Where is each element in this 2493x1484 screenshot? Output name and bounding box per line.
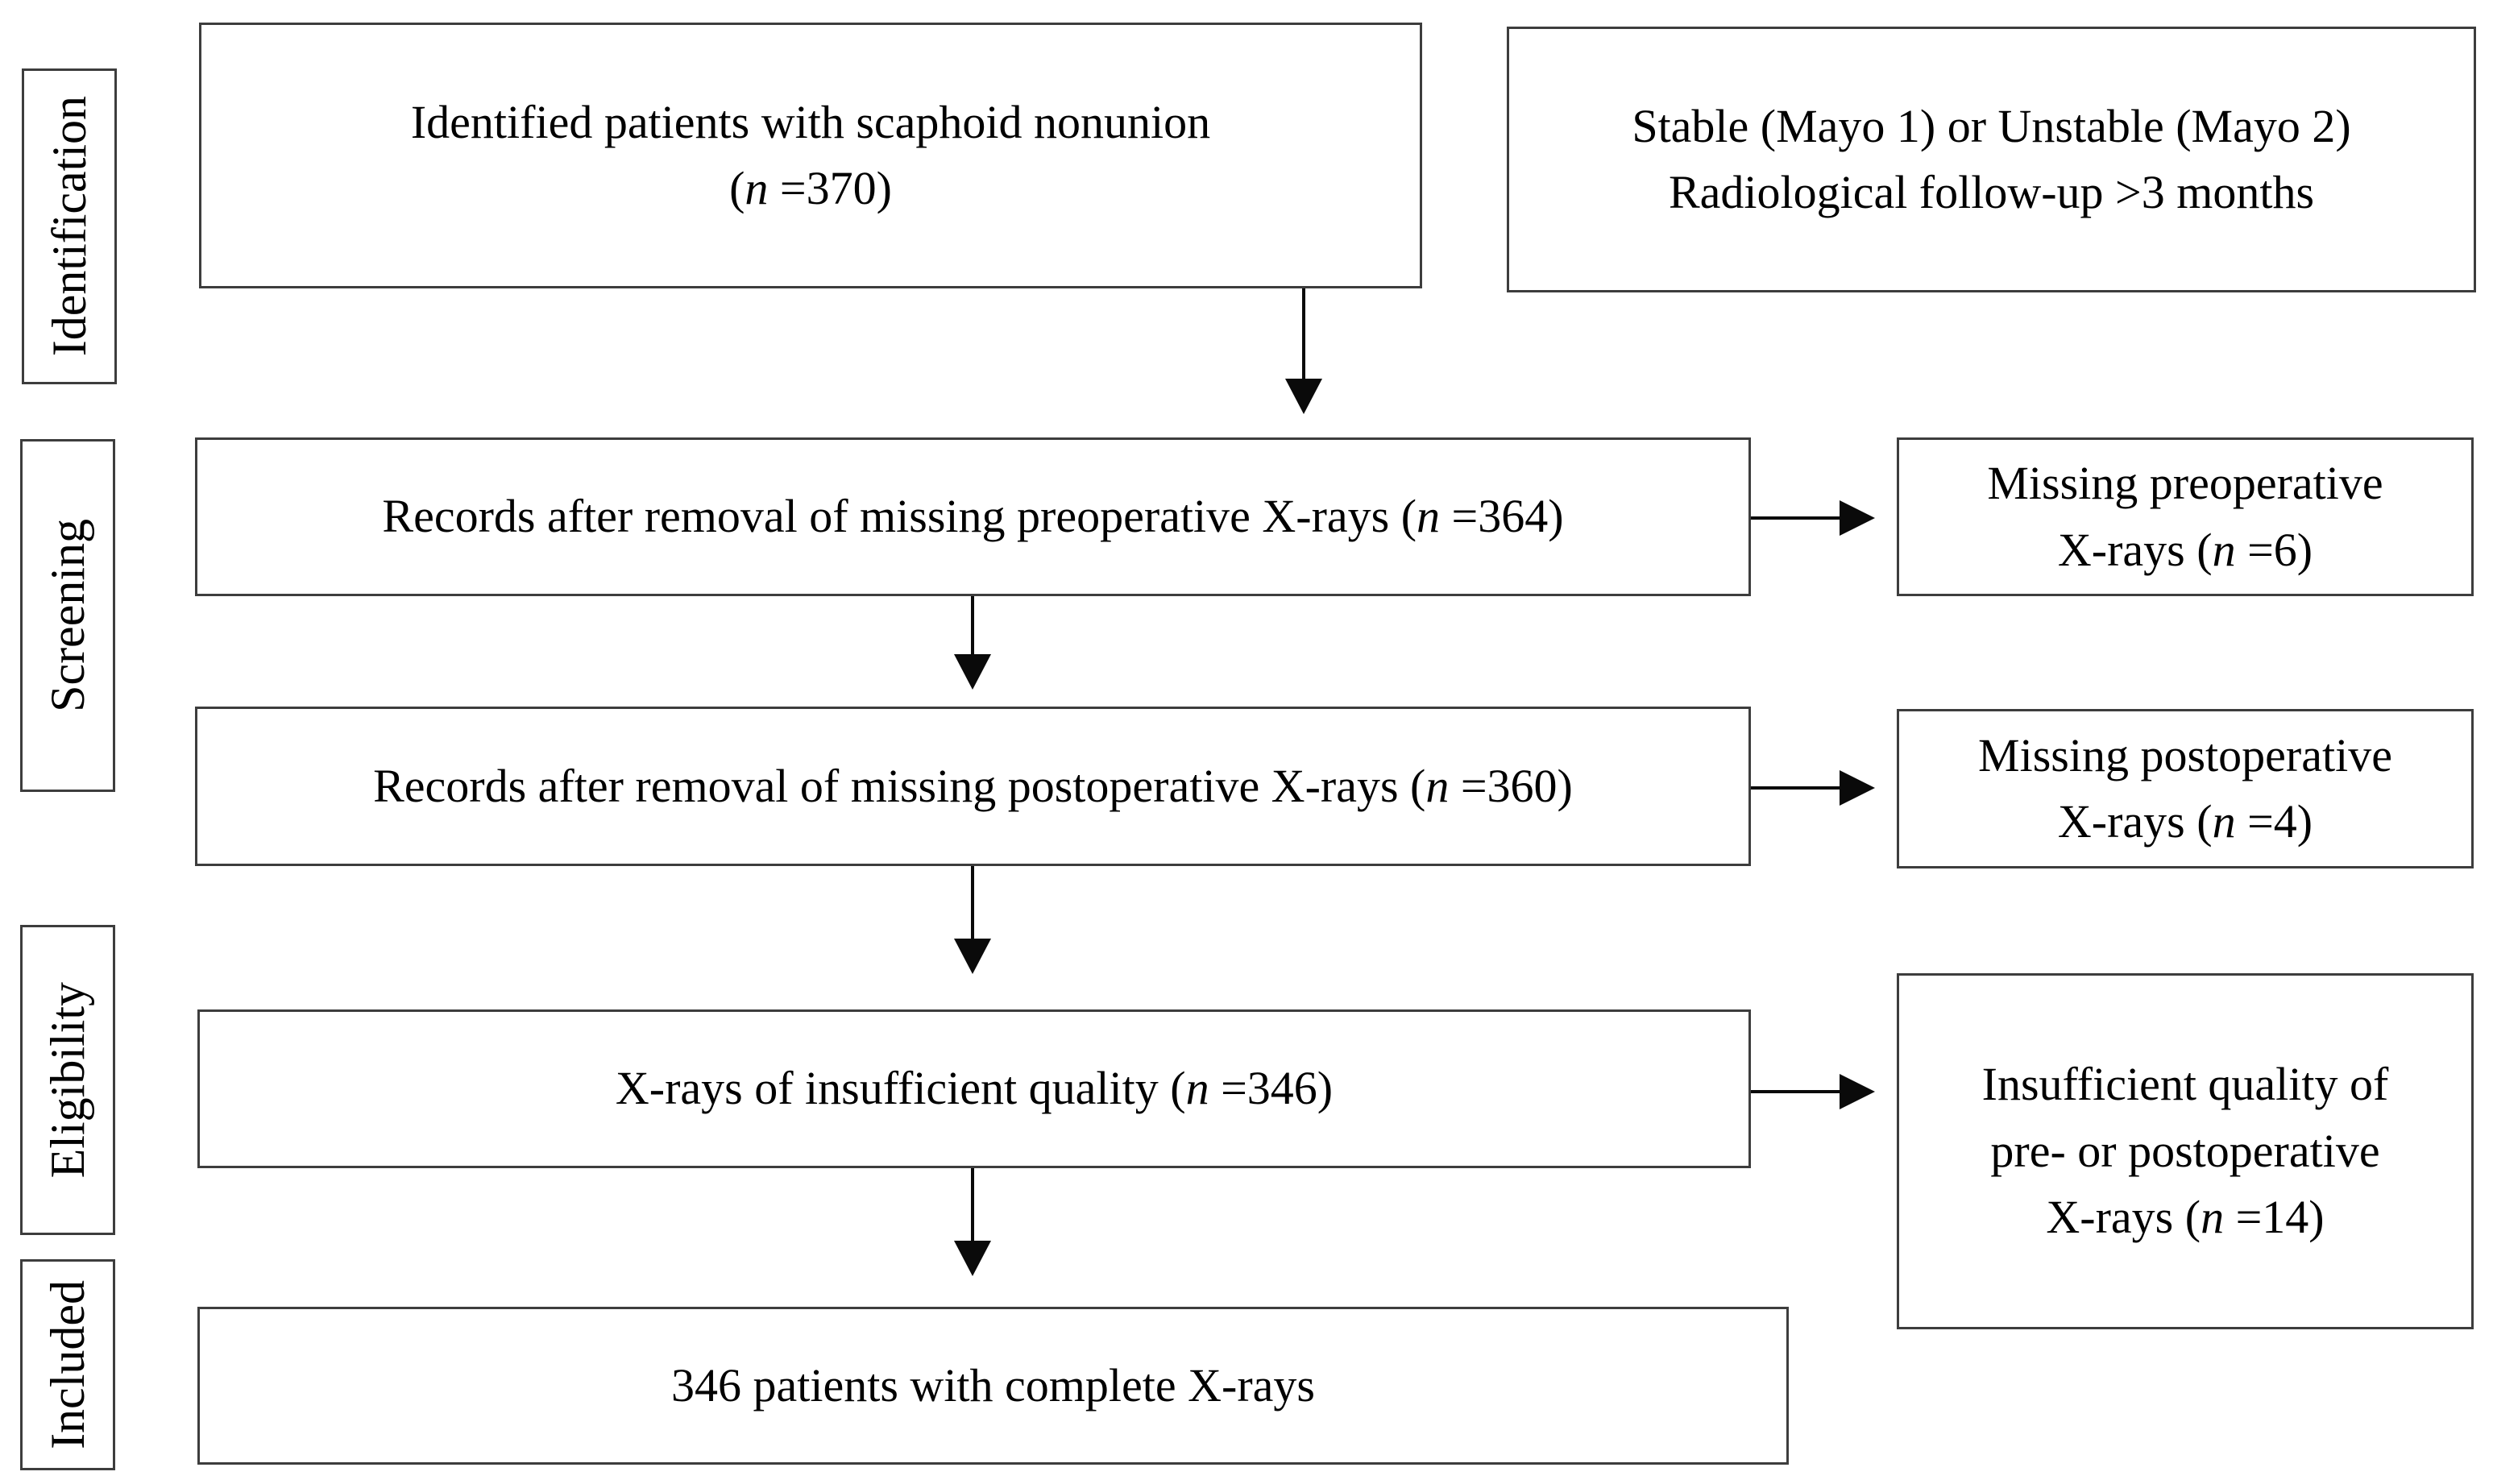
box-text-line: Radiological follow-up >3 months	[1669, 160, 2314, 226]
box-text-line: X-rays of insufficient quality (n =346)	[616, 1055, 1333, 1121]
arrow-stem	[1751, 516, 1841, 520]
box-text: pre- or postoperative	[1990, 1124, 2380, 1177]
box-text: =364)	[1440, 490, 1564, 543]
n-symbol: n	[1417, 490, 1441, 543]
box-insufficient-quality-excluded: Insufficient quality of pre- or postoper…	[1897, 973, 2474, 1329]
arrowhead-down-icon	[954, 1241, 991, 1276]
arrow-stem	[1302, 288, 1305, 379]
box-text-line: Records after removal of missing preoper…	[382, 483, 1563, 549]
stage-label-text: Identification	[42, 96, 96, 357]
box-missing-preop-xrays: Missing preoperative X-rays (n =6)	[1897, 437, 2474, 596]
box-text: (	[1410, 759, 1426, 812]
arrow-stem	[971, 1168, 974, 1242]
box-text: Stable (Mayo 1) or Unstable (Mayo 2)	[1632, 99, 2351, 152]
stage-label-text: Eligibility	[40, 981, 94, 1179]
box-text-line: Missing preoperative	[1987, 450, 2383, 516]
box-text-line: Missing postoperative	[1978, 723, 2392, 789]
box-text: (	[1400, 490, 1417, 543]
box-text-line: X-rays (n =4)	[2058, 789, 2313, 855]
arrowhead-right-icon	[1840, 500, 1875, 536]
box-text: Insufficient quality of	[1981, 1058, 2389, 1111]
box-text: (	[729, 162, 745, 214]
box-text: X-rays	[2046, 1191, 2185, 1244]
box-text: X-rays	[2057, 523, 2197, 576]
n-symbol: n	[2201, 1191, 2225, 1244]
box-records-after-preop-removal: Records after removal of missing preoper…	[195, 437, 1751, 596]
arrowhead-right-icon	[1840, 770, 1875, 806]
stage-label-identification: Identification	[22, 68, 117, 384]
box-text-line: (n =370)	[729, 155, 892, 222]
box-insufficient-quality: X-rays of insufficient quality (n =346)	[197, 1009, 1751, 1168]
box-text: X-rays of insufficient quality	[615, 1062, 1171, 1115]
box-included-patients: 346 patients with complete X-rays	[197, 1307, 1789, 1465]
box-text: Records after removal of missing postope…	[373, 759, 1411, 812]
arrow-stem	[971, 596, 974, 656]
arrow-stem	[971, 866, 974, 940]
n-symbol: n	[1185, 1062, 1209, 1115]
box-text: Radiological follow-up >3 months	[1668, 166, 2315, 218]
box-missing-postop-xrays: Missing postoperative X-rays (n =4)	[1897, 709, 2474, 868]
arrow-stem	[1751, 786, 1841, 790]
box-text: Identified patients with scaphoid nonuni…	[410, 95, 1211, 148]
box-text-line: Stable (Mayo 1) or Unstable (Mayo 2)	[1632, 93, 2350, 160]
box-text: =14)	[2224, 1191, 2325, 1244]
box-text-line: X-rays (n =6)	[2058, 517, 2313, 583]
n-symbol: n	[745, 162, 769, 214]
arrow-stem	[1751, 1090, 1841, 1093]
box-text: (	[1170, 1062, 1186, 1115]
stage-label-eligibility: Eligibility	[20, 925, 115, 1235]
stage-label-included: Included	[20, 1259, 115, 1470]
box-text: =360)	[1449, 759, 1573, 812]
box-text: X-rays	[2057, 795, 2197, 848]
box-text: (	[2196, 523, 2213, 576]
stage-label-text: Screening	[40, 519, 94, 712]
arrowhead-right-icon	[1840, 1074, 1875, 1109]
n-symbol: n	[2212, 795, 2236, 848]
box-text-line: 346 patients with complete X-rays	[671, 1353, 1315, 1419]
box-text-line: Identified patients with scaphoid nonuni…	[411, 89, 1210, 155]
box-text-line: Records after removal of missing postope…	[373, 753, 1573, 819]
stage-label-text: Included	[40, 1280, 94, 1449]
box-text: =6)	[2235, 523, 2313, 576]
box-text-line: Insufficient quality of	[1982, 1051, 2389, 1117]
box-records-after-postop-removal: Records after removal of missing postope…	[195, 707, 1751, 866]
stage-label-screening: Screening	[20, 439, 115, 792]
box-text: =346)	[1209, 1062, 1334, 1115]
n-symbol: n	[2212, 523, 2236, 576]
box-text-line: X-rays (n =14)	[2046, 1184, 2324, 1250]
box-text: Records after removal of missing preoper…	[382, 490, 1401, 543]
box-text: Missing postoperative	[1978, 728, 2392, 781]
box-text-line: pre- or postoperative	[1990, 1118, 2379, 1184]
box-identified-patients: Identified patients with scaphoid nonuni…	[199, 23, 1422, 288]
box-inclusion-criteria: Stable (Mayo 1) or Unstable (Mayo 2) Rad…	[1507, 27, 2476, 292]
arrowhead-down-icon	[954, 939, 991, 974]
arrowhead-down-icon	[1285, 379, 1322, 414]
box-text: (	[2196, 795, 2213, 848]
box-text: =4)	[2235, 795, 2313, 848]
box-text: =370)	[768, 162, 892, 214]
arrowhead-down-icon	[954, 654, 991, 690]
box-text: (	[2184, 1191, 2201, 1244]
box-text: 346 patients with complete X-rays	[671, 1358, 1315, 1411]
box-text: Missing preoperative	[1987, 457, 2383, 510]
n-symbol: n	[1425, 759, 1450, 812]
